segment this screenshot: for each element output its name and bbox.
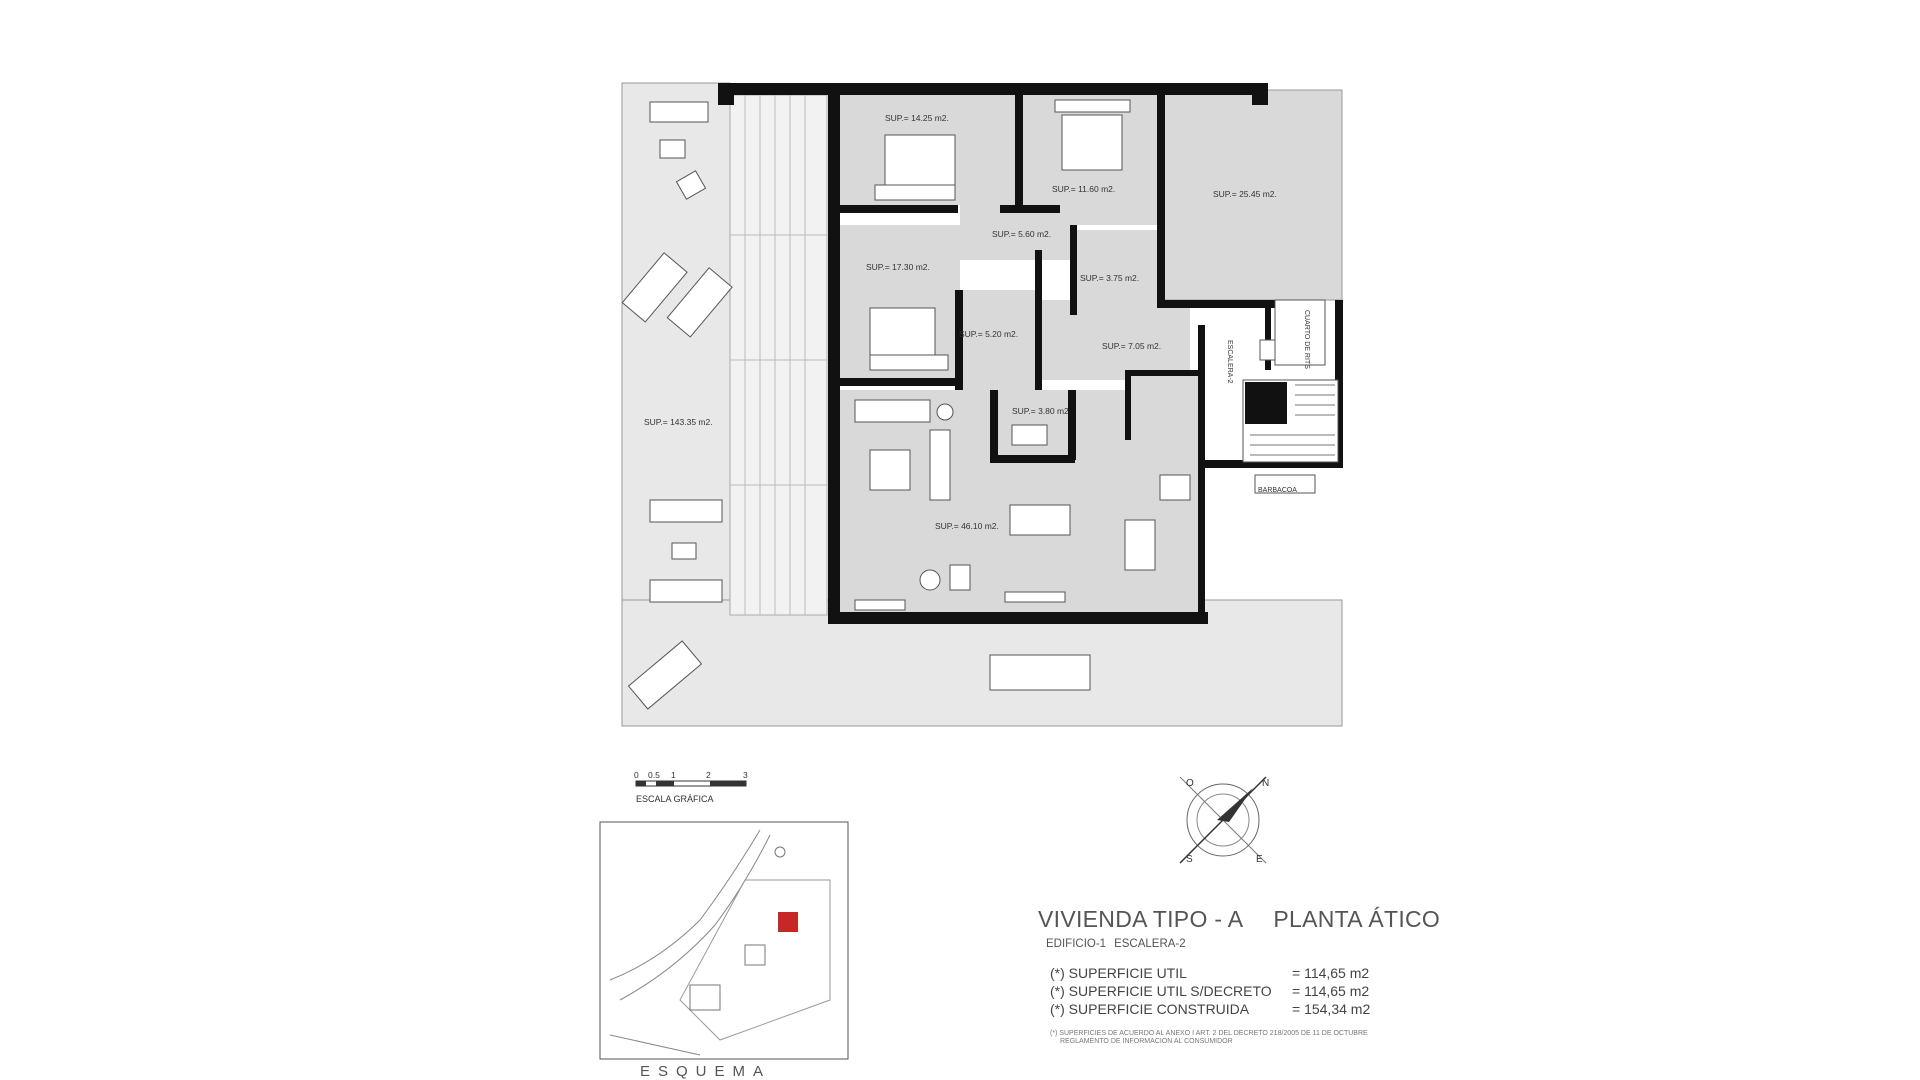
stair-name: ESCALERA-2 [1114, 938, 1186, 950]
room-label-terrace-w: SUP.= 143.35 m2. [644, 417, 713, 427]
room-label-entry: SUP.= 7.05 m2. [1102, 341, 1161, 351]
scale-tick-2: 2 [706, 770, 711, 780]
area-value: = 154,34 m2 [1292, 1001, 1371, 1017]
scale-tick-0: 0 [634, 770, 639, 780]
room-label-bath1: SUP.= 3.75 m2. [1080, 273, 1139, 283]
escalera-label: ESCALERA-2 [1226, 340, 1233, 384]
room-label-bath2: SUP.= 5.20 m2. [959, 329, 1018, 339]
area-label: (*) SUPERFICIE UTIL S/DECRETO [1050, 983, 1272, 999]
scale-bar [635, 780, 747, 787]
highlight-building [778, 912, 798, 932]
room-label-terrace-ne: SUP.= 25.45 m2. [1213, 189, 1277, 199]
compass-n: N [1262, 778, 1269, 789]
area-value: = 114,65 m2 [1292, 983, 1370, 999]
room-label-hall: SUP.= 5.60 m2. [992, 229, 1051, 239]
room-label-laundry: SUP.= 3.80 m2. [1012, 406, 1071, 416]
floor-name: PLANTA ÁTICO [1273, 906, 1441, 932]
scale-tick-05: 0.5 [648, 770, 660, 780]
sheet-subtitle: EDIFICIO-1 ESCALERA-2 [1046, 938, 1194, 950]
sheet-title: VIVIENDA TIPO - A PLANTA ÁTICO [1038, 906, 1470, 933]
area-label: (*) SUPERFICIE UTIL [1050, 965, 1187, 981]
area-label: (*) SUPERFICIE CONSTRUIDA [1050, 1001, 1250, 1017]
room-label-bed2: SUP.= 11.60 m2. [1052, 184, 1115, 194]
scale-label: ESCALA GRÁFICA [636, 794, 714, 804]
room-label-bed3: SUP.= 17.30 m2. [866, 262, 930, 272]
pergola-slats [730, 95, 827, 615]
compass-s: S [1186, 854, 1193, 865]
building-name: EDIFICIO-1 [1046, 938, 1107, 950]
room-label-bed1: SUP.= 14.25 m2. [885, 113, 949, 123]
compass-rose [1179, 776, 1267, 864]
terrace-ne [1159, 89, 1343, 301]
footnote-line-1: (*) SUPERFICIES DE ACUERDO AL ANEXO I AR… [1050, 1030, 1368, 1037]
site-schema [599, 821, 849, 1060]
barbacoa-label: BARBACOA [1258, 487, 1297, 494]
compass-e: E [1256, 854, 1263, 865]
compass-o: O [1186, 778, 1194, 789]
area-value: = 114,65 m2 [1292, 965, 1370, 981]
dwelling-type: VIVIENDA TIPO - A [1038, 906, 1244, 932]
footnote-line-2: REGLAMENTO DE INFORMACION AL CONSUMIDOR [1060, 1038, 1233, 1045]
schema-label: ESQUEMA [640, 1063, 772, 1080]
furniture [621, 99, 1316, 710]
stair-core [1242, 299, 1339, 463]
room-label-living: SUP.= 46.10 m2. [935, 521, 999, 531]
scale-tick-1: 1 [671, 770, 676, 780]
cuarto-rits-label: CUARTO DE RITS [1303, 310, 1310, 369]
walls [718, 83, 1343, 624]
footnote: (*) SUPERFICIES DE ACUERDO AL ANEXO I AR… [1050, 1030, 1470, 1046]
scale-tick-3: 3 [743, 770, 748, 780]
